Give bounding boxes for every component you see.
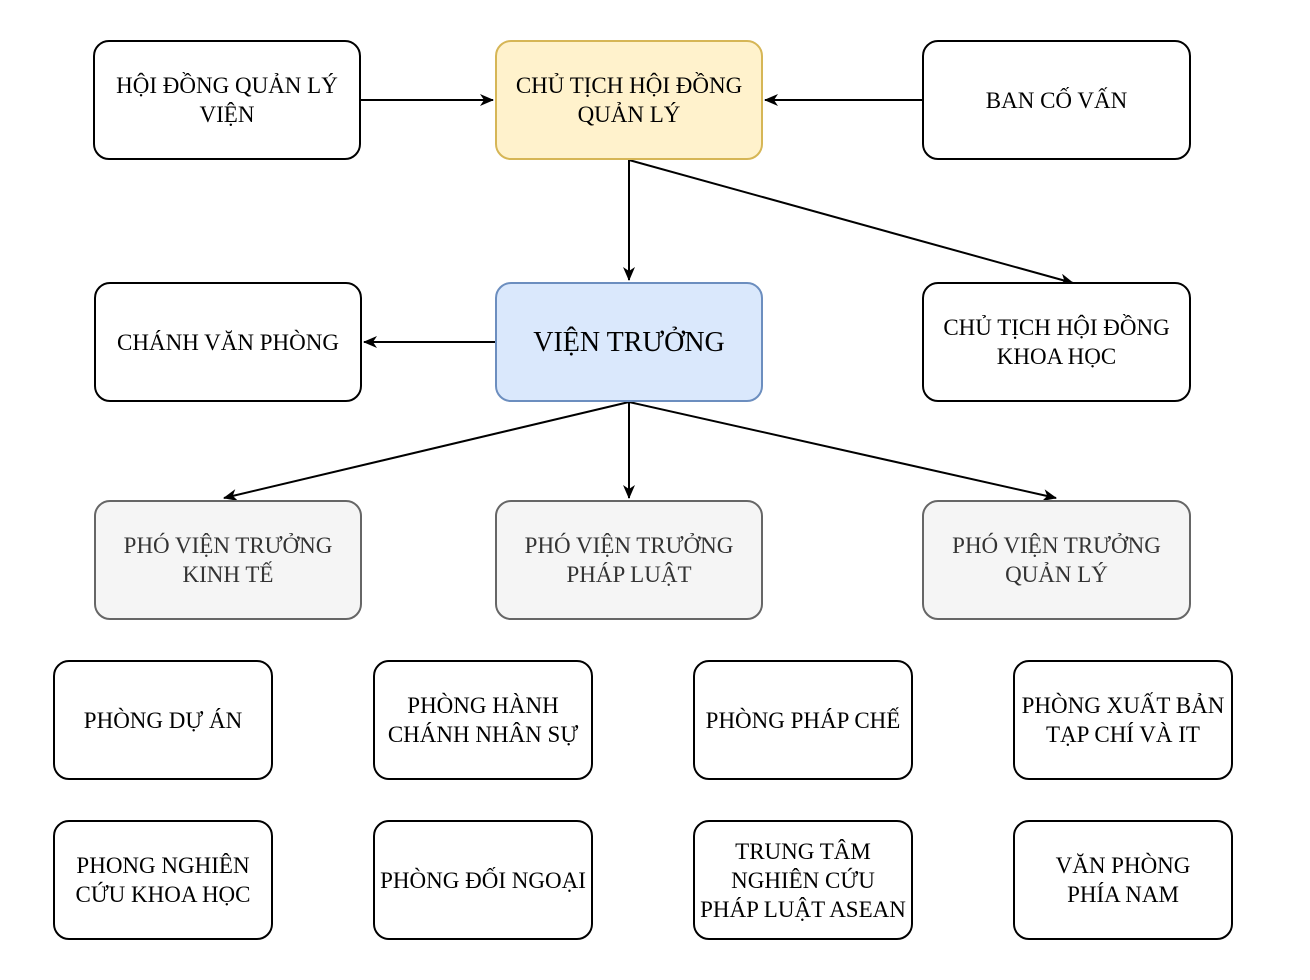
edge-director-to-deputy-economics [223,401,630,501]
node-label: VIỆN TRƯỞNG [533,326,725,358]
node-label: VĂN PHÒNG PHÍA NAM [1055,853,1191,907]
node-label: PHÓ VIỆN TRƯỞNG PHÁP LUẬT [524,533,734,587]
edge-chairman-to-science-chair [628,159,1074,286]
node-department: PHONG NGHIÊN CỨU KHOA HỌC [53,820,273,940]
node-advisory-board: BAN CỐ VẤN [922,40,1191,160]
node-label: PHÒNG ĐỐI NGOẠI [380,867,586,893]
node-department: VĂN PHÒNG PHÍA NAM [1013,820,1233,940]
node-label: PHÒNG XUẤT BẢN TẠP CHÍ VÀ IT [1021,693,1225,747]
edge-director-to-deputy-management [628,401,1057,502]
node-label: PHÒNG HÀNH CHÁNH NHÂN SỰ [387,693,579,747]
node-label: PHÒNG DỰ ÁN [83,707,243,733]
node-deputy-law: PHÓ VIỆN TRƯỞNG PHÁP LUẬT [495,500,763,620]
node-label: CHÁNH VĂN PHÒNG [117,329,339,355]
node-director: VIỆN TRƯỞNG [495,282,763,402]
node-label: CHỦ TỊCH HỘI ĐỒNG QUẢN LÝ [515,73,743,127]
node-department: PHÒNG XUẤT BẢN TẠP CHÍ VÀ IT [1013,660,1233,780]
node-science-council-chairman: CHỦ TỊCH HỘI ĐỒNG KHOA HỌC [922,282,1191,402]
node-deputy-economics: PHÓ VIỆN TRƯỞNG KINH TẾ [94,500,362,620]
node-department: PHÒNG DỰ ÁN [53,660,273,780]
node-label: HỘI ĐỒNG QUẢN LÝ VIỆN [116,73,338,127]
node-label: PHONG NGHIÊN CỨU KHOA HỌC [75,853,251,907]
node-department: PHÒNG PHÁP CHẾ [693,660,913,780]
node-management-council: HỘI ĐỒNG QUẢN LÝ VIỆN [93,40,361,160]
node-label: CHỦ TỊCH HỘI ĐỒNG KHOA HỌC [943,315,1170,369]
node-label: PHÓ VIỆN TRƯỞNG KINH TẾ [123,533,333,587]
node-council-chairman: CHỦ TỊCH HỘI ĐỒNG QUẢN LÝ [495,40,763,160]
node-chief-of-staff: CHÁNH VĂN PHÒNG [94,282,362,402]
node-label: PHÒNG PHÁP CHẾ [705,707,901,733]
node-department: PHÒNG HÀNH CHÁNH NHÂN SỰ [373,660,593,780]
node-label: TRUNG TÂM NGHIÊN CỨU PHÁP LUẬT ASEAN [700,838,906,922]
node-deputy-management: PHÓ VIỆN TRƯỞNG QUẢN LÝ [922,500,1191,620]
node-label: BAN CỐ VẤN [985,87,1128,113]
node-label: PHÓ VIỆN TRƯỞNG QUẢN LÝ [952,533,1161,587]
node-department: TRUNG TÂM NGHIÊN CỨU PHÁP LUẬT ASEAN [693,820,913,940]
node-department: PHÒNG ĐỐI NGOẠI [373,820,593,940]
